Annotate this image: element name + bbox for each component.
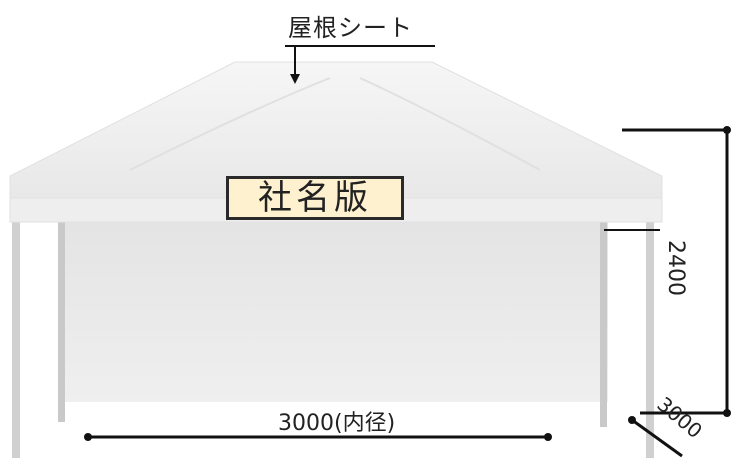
depth-dim-dot bbox=[628, 416, 636, 424]
frame-leg-left-inner bbox=[58, 222, 65, 422]
width-dimension-label: 3000(内径) bbox=[278, 411, 396, 436]
company-plate-label: 社名版 bbox=[258, 178, 372, 218]
width-dim-right-dot bbox=[544, 433, 552, 441]
depth-dim-line bbox=[631, 418, 683, 458]
height-dim-top-dot bbox=[723, 126, 731, 134]
roof-sheet-label: 屋根シート bbox=[288, 14, 413, 42]
width-dim-left-dot bbox=[84, 433, 92, 441]
height-dimension-label: 2400 bbox=[663, 240, 688, 296]
frame-leg-right-outer bbox=[646, 222, 654, 458]
side-wall-panel bbox=[60, 222, 608, 402]
frame-leg-right-inner bbox=[600, 222, 607, 427]
roof-leader-arrowhead bbox=[290, 74, 300, 84]
company-name-plate: 社名版 bbox=[226, 176, 404, 220]
roof-fold-shading bbox=[129, 77, 541, 171]
frame-leg-left-outer bbox=[12, 222, 20, 458]
